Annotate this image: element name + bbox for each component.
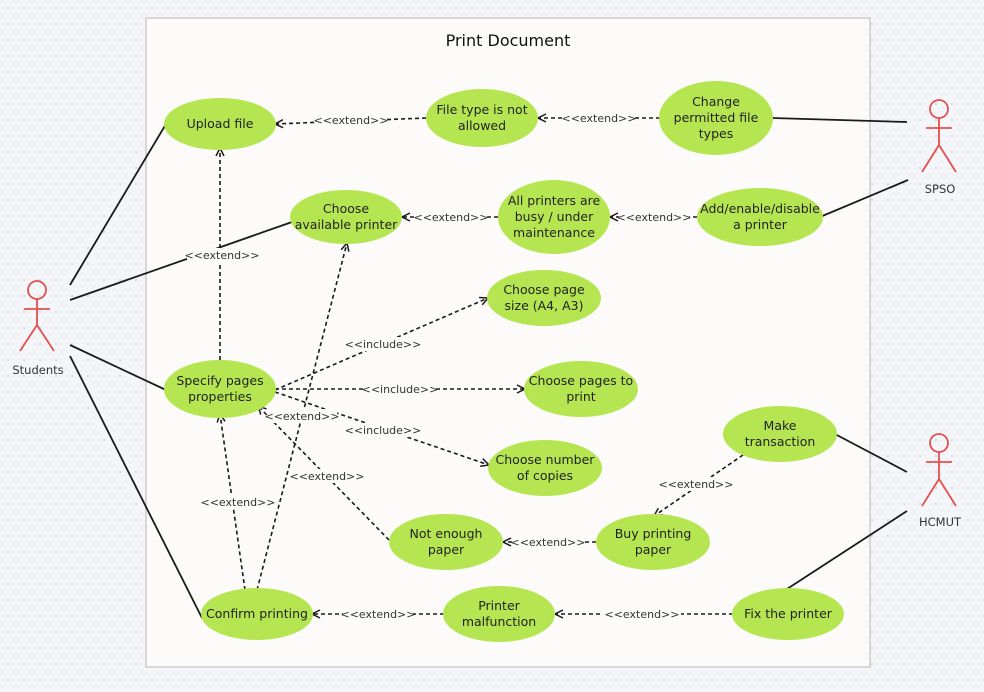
actor-students[interactable] [19,280,55,352]
actor-spso[interactable] [921,99,957,173]
svg-text:<<extend>>: <<extend>> [659,478,734,491]
svg-text:<<extend>>: <<extend>> [414,211,489,224]
svg-text:paper: paper [635,542,672,557]
svg-text:malfunction: malfunction [462,614,536,629]
svg-text:Choose page: Choose page [503,282,585,297]
svg-text:size (A4, A3): size (A4, A3) [505,298,584,313]
dep-specify-pagesize [274,298,488,391]
assoc-hcmut-fix [786,510,908,590]
assoc-students-choose-printer [69,221,293,301]
usecase-choose-page-size[interactable]: Choose page size (A4, A3) [487,270,601,326]
usecase-choose-number-of-copies[interactable]: Choose number of copies [488,440,602,496]
assoc-students-upload [69,123,167,286]
svg-text:Fix the printer: Fix the printer [744,606,833,621]
svg-text:Make: Make [764,418,797,433]
svg-text:transaction: transaction [745,434,816,449]
usecase-upload-file[interactable]: Upload file [164,98,276,150]
dep-make-buy [654,454,744,516]
usecase-confirm-printing[interactable]: Confirm printing [201,588,313,640]
svg-text:Not enough: Not enough [410,526,483,541]
svg-text:<<extend>>: <<extend>> [314,114,389,127]
dep-confirm-specify [220,414,246,591]
svg-text:<<extend>>: <<extend>> [201,496,276,509]
svg-text:Add/enable/disable: Add/enable/disable [700,201,820,216]
assoc-hcmut-make [832,432,908,473]
usecase-fix-the-printer[interactable]: Fix the printer [732,588,844,640]
usecase-make-transaction[interactable]: Make transaction [723,406,837,462]
svg-text:types: types [699,126,733,141]
svg-text:maintenance: maintenance [513,225,595,240]
usecase-choose-pages-to-print[interactable]: Choose pages to print [524,361,638,417]
actor-head-icon [929,99,949,119]
assoc-students-specify [69,344,167,391]
svg-text:permitted file: permitted file [674,110,759,125]
usecase-add-enable-disable-printer[interactable]: Add/enable/disable a printer [697,188,823,246]
svg-text:busy / under: busy / under [515,209,594,224]
actor-head-icon [929,433,949,453]
svg-text:print: print [566,389,595,404]
assoc-spso-change [771,117,908,123]
actor-head-icon [27,280,47,300]
associations [69,117,909,619]
svg-text:Change: Change [692,94,740,109]
dep-confirm-choose [256,243,347,591]
svg-text:Choose pages to: Choose pages to [529,373,633,388]
actor-hcmut[interactable] [921,433,957,507]
usecase-all-printers-busy[interactable]: All printers are busy / under maintenanc… [498,180,610,254]
svg-text:paper: paper [428,542,465,557]
svg-text:<<extend>>: <<extend>> [290,470,365,483]
svg-text:Choose number: Choose number [496,452,596,467]
svg-text:<<extend>>: <<extend>> [605,608,680,621]
svg-text:All printers are: All printers are [508,193,601,208]
assoc-students-confirm [69,355,203,619]
usecase-not-enough-paper[interactable]: Not enough paper [389,514,503,570]
svg-text:Printer: Printer [478,598,520,613]
svg-text:properties: properties [188,389,252,404]
svg-text:<<extend>>: <<extend>> [185,249,260,262]
svg-text:Specify pages: Specify pages [176,373,263,388]
diagram-title: Print Document [446,31,571,50]
usecase-buy-printing-paper[interactable]: Buy printing paper [596,514,710,570]
svg-text:<<extend>>: <<extend>> [265,410,340,423]
usecase-specify-pages-properties[interactable]: Specify pages properties [164,360,276,418]
svg-text:<<include>>: <<include>> [345,338,422,351]
svg-text:<<include>>: <<include>> [345,424,422,437]
svg-text:<<include>>: <<include>> [362,383,439,396]
svg-text:Upload file: Upload file [187,116,254,131]
actor-label-students: Students [12,363,63,377]
svg-text:Choose: Choose [323,201,369,216]
svg-text:<<extend>>: <<extend>> [511,536,586,549]
svg-text:File type is not: File type is not [436,102,527,117]
actor-label-spso: SPSO [925,182,956,196]
svg-text:Buy printing: Buy printing [615,526,692,541]
svg-text:<<extend>>: <<extend>> [617,211,692,224]
svg-text:a printer: a printer [733,217,788,232]
svg-text:Confirm printing: Confirm printing [206,606,308,621]
relation-labels: <<extend>> <<extend>> <<extend>> <<exten… [185,111,734,621]
usecase-choose-available-printer[interactable]: Choose available printer [290,190,402,244]
usecase-change-permitted-file-types[interactable]: Change permitted file types [659,81,773,155]
actor-label-hcmut: HCMUT [919,515,962,529]
usecase-file-type-not-allowed[interactable]: File type is not allowed [426,89,538,147]
svg-text:<<extend>>: <<extend>> [562,112,637,125]
usecase-printer-malfunction[interactable]: Printer malfunction [443,586,555,642]
svg-text:<<extend>>: <<extend>> [341,608,416,621]
svg-text:available printer: available printer [295,217,398,232]
assoc-spso-add [819,179,909,218]
svg-text:of copies: of copies [517,468,573,483]
svg-text:allowed: allowed [458,118,506,133]
